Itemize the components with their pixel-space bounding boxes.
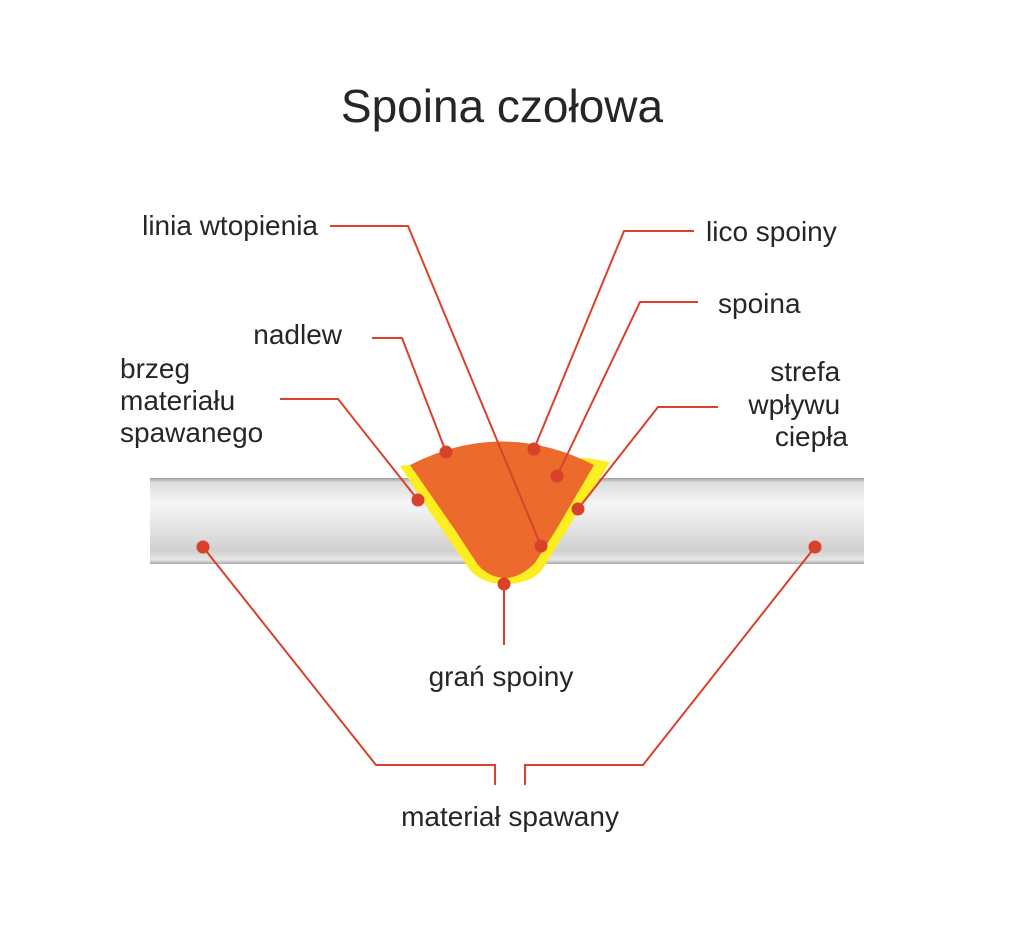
leader-material-right <box>524 546 816 785</box>
callout-dots <box>196 442 822 591</box>
label-linia-wtopienia: linia wtopienia <box>142 210 318 241</box>
leader-linia-wtopienia <box>330 225 542 547</box>
label-nadlew: nadlew <box>253 319 343 350</box>
label-strefa-line-2: wpływu <box>747 389 840 420</box>
dot-material-right <box>808 540 822 554</box>
label-strefa-line-1: strefa <box>770 356 840 387</box>
label-brzeg-line-3: spawanego <box>120 417 263 448</box>
label-strefa: strefa wpływu ciepła <box>747 356 848 452</box>
dot-linia-wtopienia <box>534 539 548 553</box>
dot-spoina <box>550 469 564 483</box>
label-brzeg-line-2: materiału <box>120 385 235 416</box>
label-spoina: spoina <box>718 288 801 319</box>
label-material-spawany: materiał spawany <box>401 801 619 832</box>
dot-material-left <box>196 540 210 554</box>
dot-strefa <box>571 502 585 516</box>
dot-nadlew <box>439 445 453 459</box>
weld-metal <box>410 441 594 578</box>
dot-lico-spoiny <box>527 442 541 456</box>
leader-brzeg <box>280 398 419 501</box>
leader-strefa <box>577 406 718 510</box>
label-brzeg-line-1: brzeg <box>120 353 190 384</box>
label-brzeg: brzeg materiału spawanego <box>120 353 263 448</box>
leader-lines <box>202 225 816 785</box>
dot-brzeg <box>411 493 425 507</box>
dot-gran-spoiny <box>497 577 511 591</box>
diagram-title: Spoina czołowa <box>341 80 664 132</box>
label-lico-spoiny: lico spoiny <box>706 216 837 247</box>
leader-lico-spoiny <box>533 230 694 450</box>
leader-spoina <box>556 301 698 477</box>
leader-nadlew <box>372 337 447 453</box>
leader-material-left <box>202 546 496 785</box>
label-gran-spoiny: grań spoiny <box>429 661 574 692</box>
label-strefa-line-3: ciepła <box>775 421 849 452</box>
